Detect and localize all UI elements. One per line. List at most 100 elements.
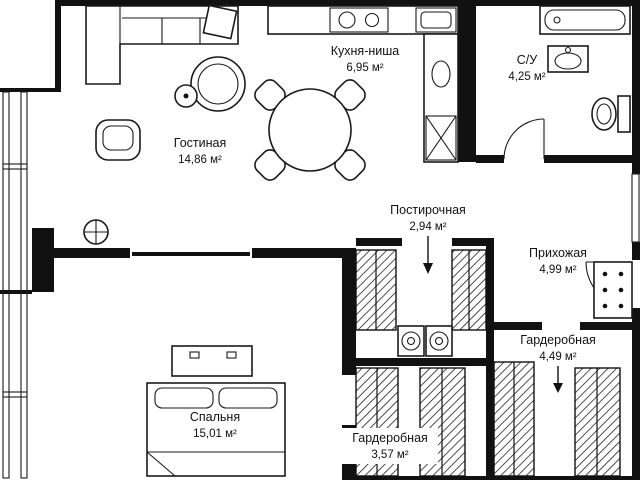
- coffee-tables: [174, 56, 246, 112]
- room-label-bedroom-name: Спальня: [190, 410, 240, 424]
- window-rail: [2, 91, 10, 479]
- shoe-cabinet-outline: [593, 261, 633, 319]
- room-label-bathroom-area: 4,25 м²: [508, 71, 545, 83]
- side-table-dot: [183, 93, 189, 99]
- wall-segment: [632, 242, 640, 260]
- room-label-hallway-area: 4,99 м²: [539, 264, 576, 276]
- burner: [364, 12, 380, 28]
- cabinet-dot: [602, 287, 608, 293]
- kitchen-sink-basin: [420, 11, 452, 29]
- wall-segment: [494, 322, 542, 330]
- dining-table: [268, 88, 352, 172]
- washbasin-tap: [564, 46, 572, 54]
- room-label-laundry-name: Постирочная: [390, 203, 466, 217]
- blanket-fold: [146, 451, 176, 477]
- armchair-outline: [95, 119, 141, 161]
- cabinet-dot: [618, 287, 624, 293]
- room-label-kitchen-area: 6,95 м²: [346, 62, 383, 74]
- room-label-living-name: Гостиная: [174, 136, 226, 150]
- cabinet-dot: [618, 303, 624, 309]
- window-frame: [631, 173, 640, 243]
- bathtub-drain: [553, 16, 561, 24]
- wall-segment: [356, 238, 402, 246]
- room-labels: Гостиная 14,86 м² Кухня-ниша 6,95 м² С/У…: [174, 44, 596, 464]
- dining-set: [254, 79, 366, 181]
- dryer-drum: [429, 331, 449, 351]
- cabinet-dot: [602, 303, 608, 309]
- wall-segment: [55, 0, 61, 92]
- room-label-living-area: 14,86 м²: [178, 154, 222, 166]
- arrow-head: [553, 383, 563, 393]
- wall-segment: [580, 322, 632, 330]
- dresser-handle: [226, 351, 237, 359]
- room-label-hallway-name: Прихожая: [529, 246, 587, 260]
- dresser: [171, 345, 253, 377]
- coffee-table-inner: [197, 63, 239, 105]
- counter-basin: [431, 60, 451, 88]
- room-label-wardrobe2-name: Гардеробная: [352, 431, 428, 445]
- bathroom-door: [503, 118, 545, 160]
- wall-segment: [55, 0, 640, 6]
- burner: [338, 11, 356, 29]
- armchair-seat: [102, 125, 134, 151]
- armchair: [95, 119, 141, 161]
- bathtub: [539, 5, 631, 35]
- kitchen-sink: [415, 7, 457, 33]
- bathtub-inner: [544, 9, 626, 31]
- washing-machine-door: [406, 336, 416, 346]
- wall-segment: [0, 88, 57, 92]
- arrow-head: [423, 263, 433, 274]
- wall-segment: [452, 238, 494, 246]
- washing-machine-drum: [401, 331, 421, 351]
- dresser-handle: [189, 351, 200, 359]
- room-label-kitchen-name: Кухня-ниша: [331, 44, 400, 58]
- wall-pier: [458, 0, 476, 162]
- sliding-door-panel: [132, 252, 250, 256]
- kitchen: [267, 5, 459, 163]
- wall-segment: [50, 248, 130, 258]
- wall-segment: [252, 248, 356, 258]
- door-swing-arc: [503, 118, 545, 160]
- wall-segment: [632, 0, 640, 174]
- toilet-bowl: [591, 97, 617, 131]
- window-transom: [2, 163, 28, 170]
- coffee-table: [190, 56, 246, 112]
- cabinet-dot: [618, 271, 624, 277]
- toilet-bowl-inner: [596, 103, 612, 125]
- pillow: [154, 387, 214, 409]
- wall-segment: [544, 155, 632, 163]
- bedroom-furniture: [146, 345, 286, 477]
- shoe-cabinet: [593, 261, 633, 319]
- room-label-wardrobe2-area: 3,57 м²: [371, 449, 408, 461]
- kitchen-counter-side: [423, 33, 459, 163]
- stove: [329, 7, 389, 33]
- room-label-wardrobe1-area: 4,49 м²: [539, 351, 576, 363]
- dryer-door: [434, 336, 444, 346]
- window-rail: [20, 91, 28, 479]
- window-transom: [2, 391, 28, 398]
- shaft-cross: [425, 115, 457, 161]
- pillow: [218, 387, 278, 409]
- wall-pier: [32, 228, 54, 292]
- wardrobe1-arrow: [553, 366, 563, 393]
- wall-segment: [342, 476, 640, 480]
- wall-segment: [632, 308, 640, 480]
- balcony-glazing: [2, 91, 28, 479]
- kitchen-counter-top: [267, 5, 459, 35]
- toilet-tank: [617, 95, 631, 133]
- bathroom-fixtures: [539, 5, 631, 133]
- sofa: [85, 4, 239, 85]
- room-label-wardrobe1-name: Гардеробная: [520, 333, 596, 347]
- wall-segment: [486, 238, 494, 480]
- cabinet-dot: [602, 271, 608, 277]
- washbasin: [547, 45, 589, 73]
- sofa-pillow: [202, 4, 238, 40]
- laundry-arrow: [423, 236, 433, 274]
- wall-segment: [356, 358, 486, 366]
- bed: [146, 382, 286, 477]
- column-symbol: [83, 219, 109, 245]
- room-label-laundry-area: 2,94 м²: [409, 221, 446, 233]
- room-label-bedroom-area: 15,01 м²: [193, 428, 237, 440]
